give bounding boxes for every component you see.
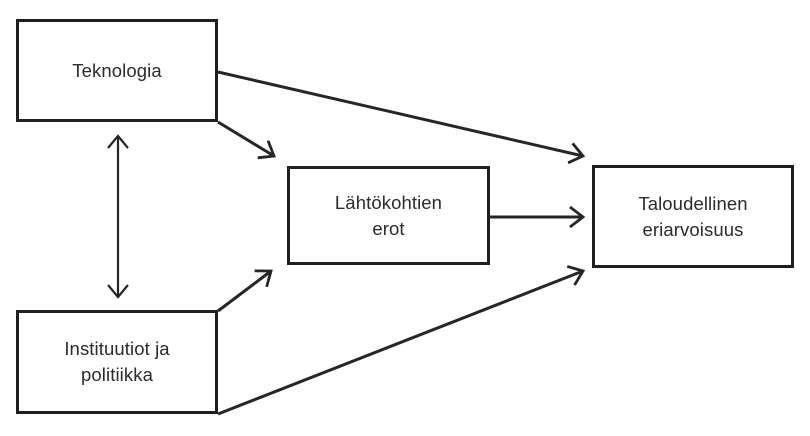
edge-teknologia-taloudellinen xyxy=(217,70,586,165)
node-taloudellinen-eriarvoisuus: Taloudellinen eriarvoisuus xyxy=(592,165,794,268)
node-teknologia-label: Teknologia xyxy=(72,59,162,81)
edge-instituutiot-lahtokohtien-erot xyxy=(217,269,273,313)
node-taloudellinen-label-line2: eriarvoisuus xyxy=(642,218,744,240)
node-taloudellinen-label-line1: Taloudellinen xyxy=(638,192,748,214)
node-instituutiot-label-line1: Instituutiot ja xyxy=(64,338,170,359)
node-lahtokohtien-label-line1: Lähtökohtien xyxy=(334,191,443,213)
node-instituutiot-label-line2: politiikka xyxy=(81,364,153,385)
edge-instituutiot-taloudellinen xyxy=(217,265,586,416)
node-instituutiot-ja-politiikka: Instituutiot ja politiikka xyxy=(16,310,218,414)
node-lahtokohtien-erot: Lähtökohtien erot xyxy=(287,166,490,265)
node-teknologia: Teknologia xyxy=(16,19,218,122)
edge-teknologia-lahtokohtien-erot xyxy=(217,120,276,160)
node-lahtokohtien-label-line2: erot xyxy=(372,217,405,239)
